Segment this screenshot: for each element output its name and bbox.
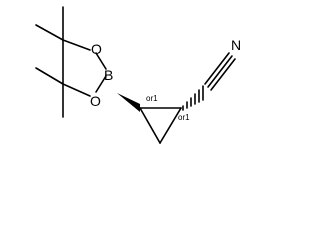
chemical-structure-canvas: O B O N or1 or1 xyxy=(35,6,242,144)
cyclopropane-bond-left-bottom xyxy=(139,107,161,144)
triple-bond-line-2 xyxy=(207,55,233,88)
stereo-label-right: or1 xyxy=(178,113,190,122)
bond-o1-b xyxy=(95,52,107,70)
bond-c1-o1 xyxy=(62,39,91,51)
bond-c2-o2 xyxy=(62,83,91,97)
triple-bond-line-1 xyxy=(204,52,230,85)
triple-bond-line-3 xyxy=(210,58,236,91)
oxygen-bottom-label: O xyxy=(90,93,101,109)
cyclopropane-bond-right-bottom xyxy=(159,107,182,144)
bond-o2-b xyxy=(95,75,107,93)
stereo-label-left: or1 xyxy=(146,94,158,103)
methyl-bottom-1 xyxy=(35,67,64,85)
nitrogen-label: N xyxy=(231,37,241,53)
wedge-bond-b-to-cyclopropane xyxy=(117,93,140,112)
boron-label: B xyxy=(104,67,113,83)
oxygen-top-label: O xyxy=(91,41,102,57)
molecule-drawing: O B O N or1 or1 xyxy=(35,6,241,144)
methyl-top-2 xyxy=(35,24,64,41)
